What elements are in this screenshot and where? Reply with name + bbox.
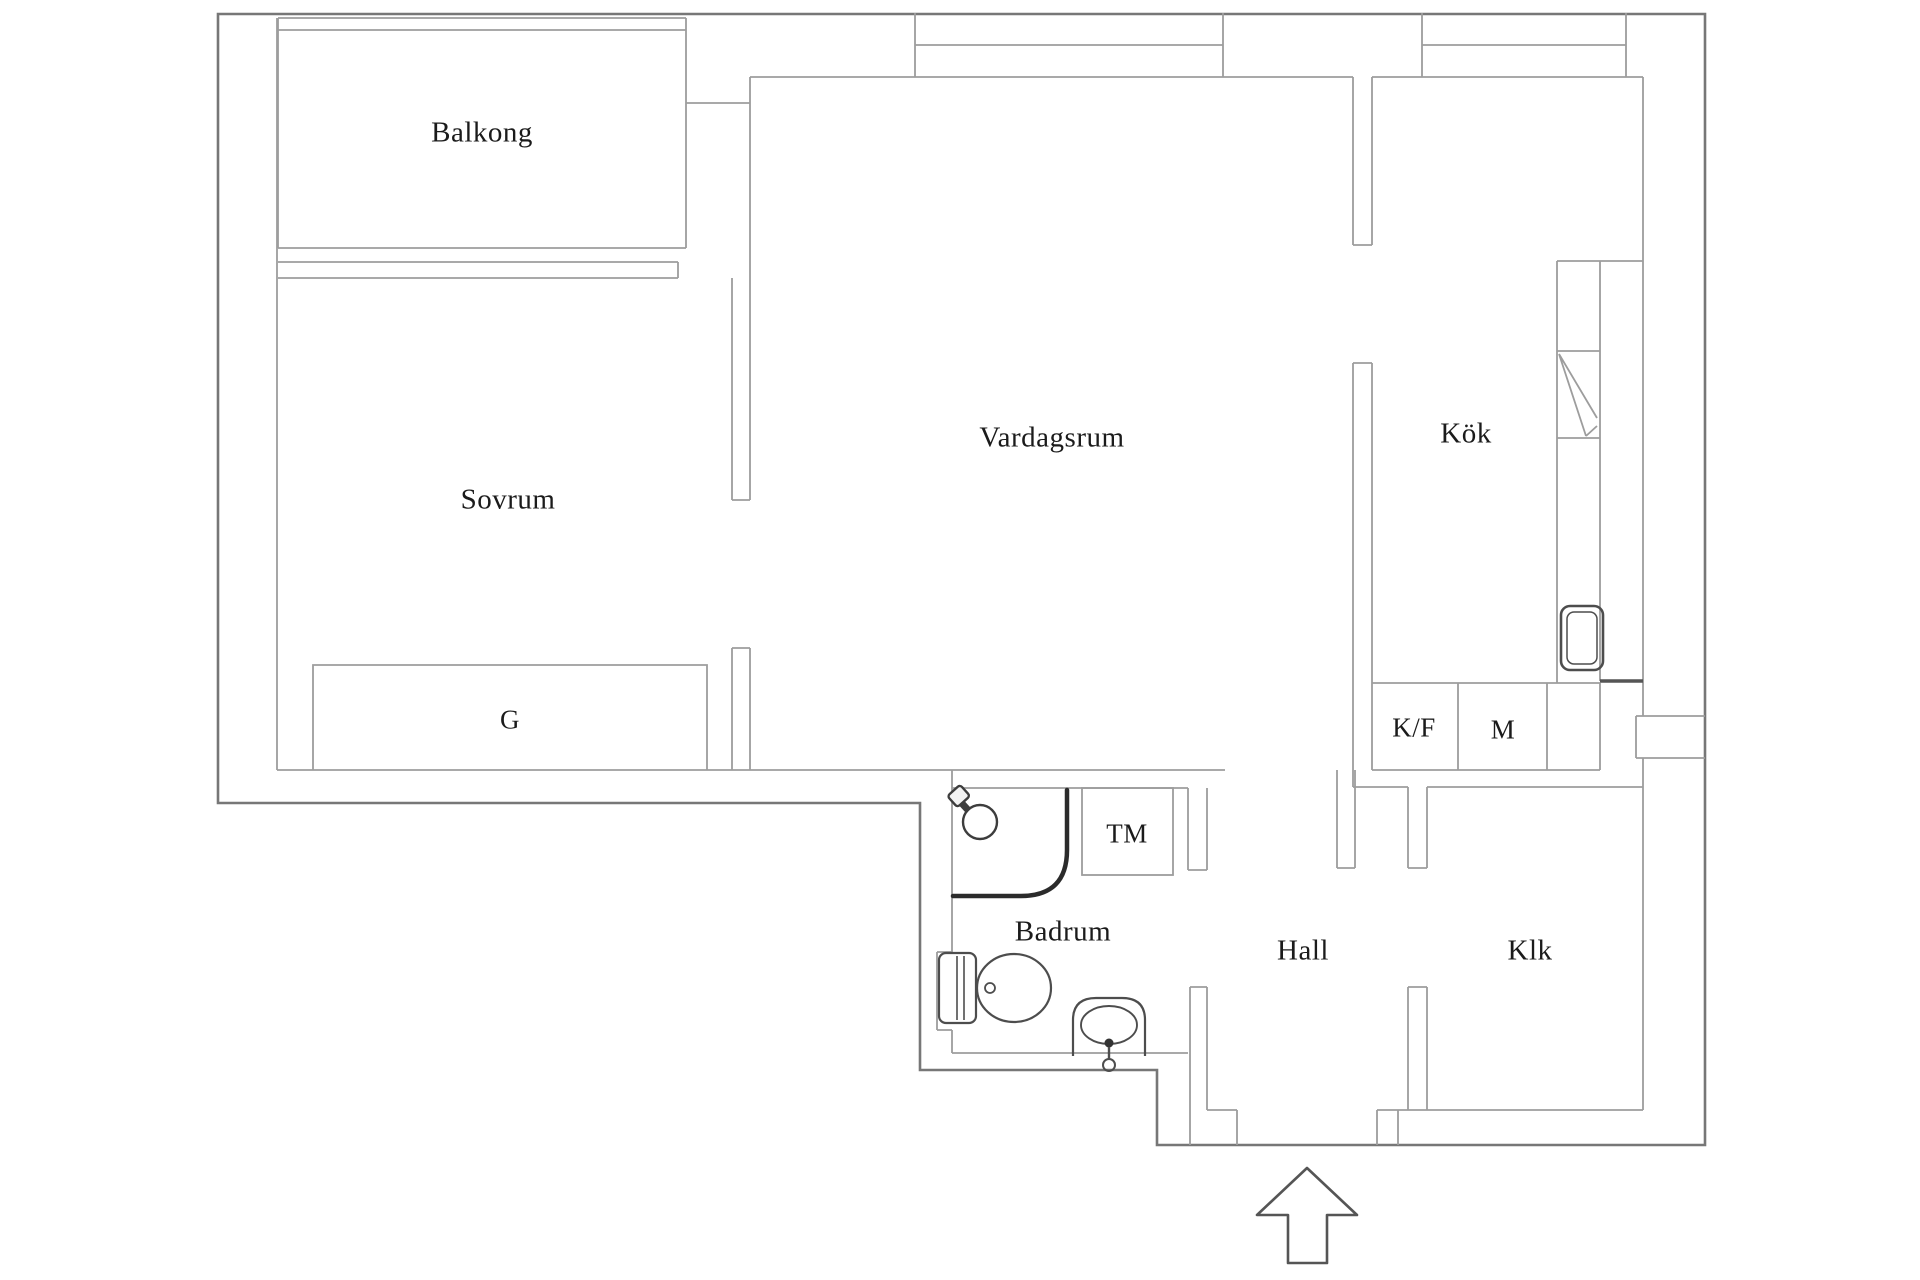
kitchen-window — [1421, 13, 1627, 77]
entrance-arrow-icon — [1255, 1166, 1359, 1265]
room-label-vardagsrum: Vardagsrum — [979, 421, 1125, 454]
room-label-sovrum: Sovrum — [460, 483, 556, 516]
fixture-label-maskin: M — [1490, 714, 1516, 745]
washing-machine-box — [1081, 787, 1174, 876]
appliance-row — [1372, 682, 1601, 771]
fixture-label-tvattmaskin: TM — [1106, 818, 1148, 849]
windows — [914, 13, 1627, 77]
shower-enclosure — [950, 787, 1070, 899]
kitchen-sink-icon — [1559, 604, 1605, 672]
toilet-icon — [937, 951, 1053, 1025]
room-label-hall: Hall — [1277, 934, 1329, 967]
balcony-window — [278, 247, 686, 279]
balcony-outline — [277, 17, 751, 279]
wall-niche — [1635, 715, 1705, 759]
room-label-kok: Kök — [1440, 417, 1492, 450]
room-label-klk: Klk — [1507, 934, 1553, 967]
livingroom-window — [914, 13, 1224, 77]
outer-boundary — [216, 12, 1707, 1147]
fridge-icon — [1558, 353, 1598, 437]
kitchen-counter — [1372, 260, 1643, 771]
bathroom-sink-icon — [1071, 996, 1147, 1072]
fixture-label-kyl-frys: K/F — [1392, 712, 1436, 743]
interior-walls — [276, 18, 1705, 1145]
room-label-badrum: Badrum — [1014, 915, 1112, 948]
room-label-balkong: Balkong — [431, 116, 533, 149]
wardrobe-box — [312, 664, 708, 770]
fixture-label-garderob: G — [500, 704, 520, 735]
shower-head-icon — [947, 784, 999, 841]
